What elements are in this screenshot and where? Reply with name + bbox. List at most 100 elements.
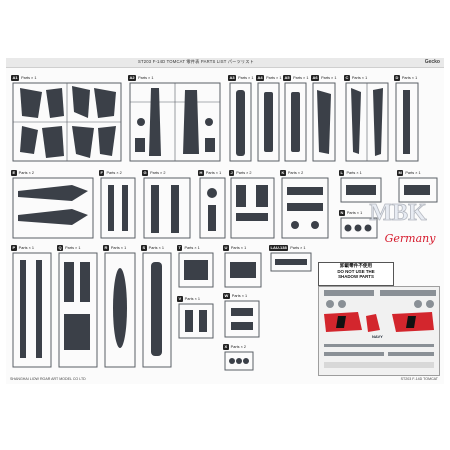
sprue-r-drawing <box>104 252 136 368</box>
svg-text:MBK: MBK <box>369 200 427 226</box>
sprue-id: K <box>280 170 286 176</box>
sprue-id: E <box>11 170 17 176</box>
notice-english-1: DO NOT USE THE <box>337 269 375 274</box>
sprue-a1-drawing <box>12 82 122 162</box>
sprue-id: D <box>394 75 400 81</box>
sprue-id: R <box>103 245 109 251</box>
sprue-count: Parts × 1 <box>290 246 306 250</box>
sprue-a4-drawing <box>257 82 280 162</box>
sprue-id: J <box>229 170 235 176</box>
sprue-id: C <box>344 75 350 81</box>
decal-navy-text: NAVY <box>372 334 383 339</box>
sprue-x-drawing <box>224 351 254 371</box>
sprue-count: Parts × 1 <box>401 76 418 80</box>
sprue-a2-drawing <box>129 82 221 162</box>
sprue-s-drawing <box>142 252 172 368</box>
sprue-n-drawing <box>340 217 378 239</box>
sprue-c-drawing <box>345 82 389 162</box>
footer-product: ST203 F-14D TOMCAT <box>400 377 438 381</box>
sprue-count: Parts × 2 <box>287 171 304 175</box>
sprue-count: Parts × 1 <box>230 246 247 250</box>
sprue-count: Parts × 1 <box>266 76 282 80</box>
sprue-count: Parts × 2 <box>150 171 166 175</box>
decal-sheet: NAVY <box>318 286 440 376</box>
sprue-id: A6 <box>311 75 320 81</box>
sprue-count: Parts × 1 <box>346 211 363 215</box>
sprue-count: Parts × 1 <box>205 171 222 175</box>
sprue-id: LAU-138 <box>269 245 289 251</box>
sprue-j-drawing <box>230 177 275 239</box>
sprue-count: Parts × 1 <box>346 171 362 175</box>
sprue-count: Parts × 1 <box>238 76 254 80</box>
sprue-f-drawing <box>100 177 136 239</box>
sprue-id: M <box>397 170 404 176</box>
sprue-count: Parts × 1 <box>405 171 421 175</box>
sprue-count: Parts × 1 <box>293 76 309 80</box>
sprue-g-drawing <box>143 177 191 239</box>
sprue-id: T <box>177 245 183 251</box>
header-bar <box>6 58 444 68</box>
notice-chinese: 卸載零件不使用 <box>339 263 373 268</box>
sprue-w-drawing <box>224 300 260 338</box>
decal-artwork <box>318 286 440 376</box>
sprue-count: Parts × 1 <box>65 246 81 250</box>
sprue-id: A4 <box>256 75 265 81</box>
sprue-v-drawing <box>178 303 214 339</box>
brand-logo: Gecko <box>424 59 440 65</box>
sprue-id: U <box>223 245 229 251</box>
sprue-count: Parts × 1 <box>110 246 127 250</box>
sprue-count: Parts × 1 <box>21 76 37 80</box>
sprue-id: S <box>141 245 147 251</box>
sprue-id: H <box>198 170 204 176</box>
sprue-count: Parts × 1 <box>351 76 368 80</box>
sprue-q-drawing <box>58 252 98 368</box>
sprue-id: G <box>142 170 149 176</box>
sprue-lau-138-drawing <box>270 252 312 272</box>
sprue-id: W <box>223 293 230 299</box>
sprue-e-drawing <box>12 177 94 239</box>
sprue-count: Parts × 2 <box>18 171 34 175</box>
sheet-title: ST203 F-14D TOMCAT 零件表 PARTS LIST パーツリスト <box>138 59 255 64</box>
sprue-h-drawing <box>199 177 226 239</box>
sprue-id: Q <box>57 245 64 251</box>
sprue-id: A1 <box>11 75 20 81</box>
sprue-a3-drawing <box>229 82 252 162</box>
sprue-d-drawing <box>395 82 419 162</box>
svg-text:Germany: Germany <box>385 232 437 245</box>
sprue-l-drawing <box>340 177 382 203</box>
sprue-id: V <box>177 296 183 302</box>
sprue-id: P <box>11 245 17 251</box>
footer-company: SHANGHAI LIOW ROAR ART MODEL CO LTD <box>10 377 86 381</box>
sprue-count: Parts × 1 <box>231 294 248 298</box>
sprue-id: F <box>99 170 105 176</box>
sprue-u-drawing <box>224 252 262 288</box>
sprue-count: Parts × 1 <box>184 246 200 250</box>
notice-english-2: SHADOW PARTS <box>338 274 374 279</box>
sprue-a5-drawing <box>284 82 307 162</box>
sprue-count: Parts × 1 <box>184 297 200 301</box>
sprue-count: Parts × 1 <box>321 76 337 80</box>
sprue-count: Parts × 1 <box>138 76 154 80</box>
